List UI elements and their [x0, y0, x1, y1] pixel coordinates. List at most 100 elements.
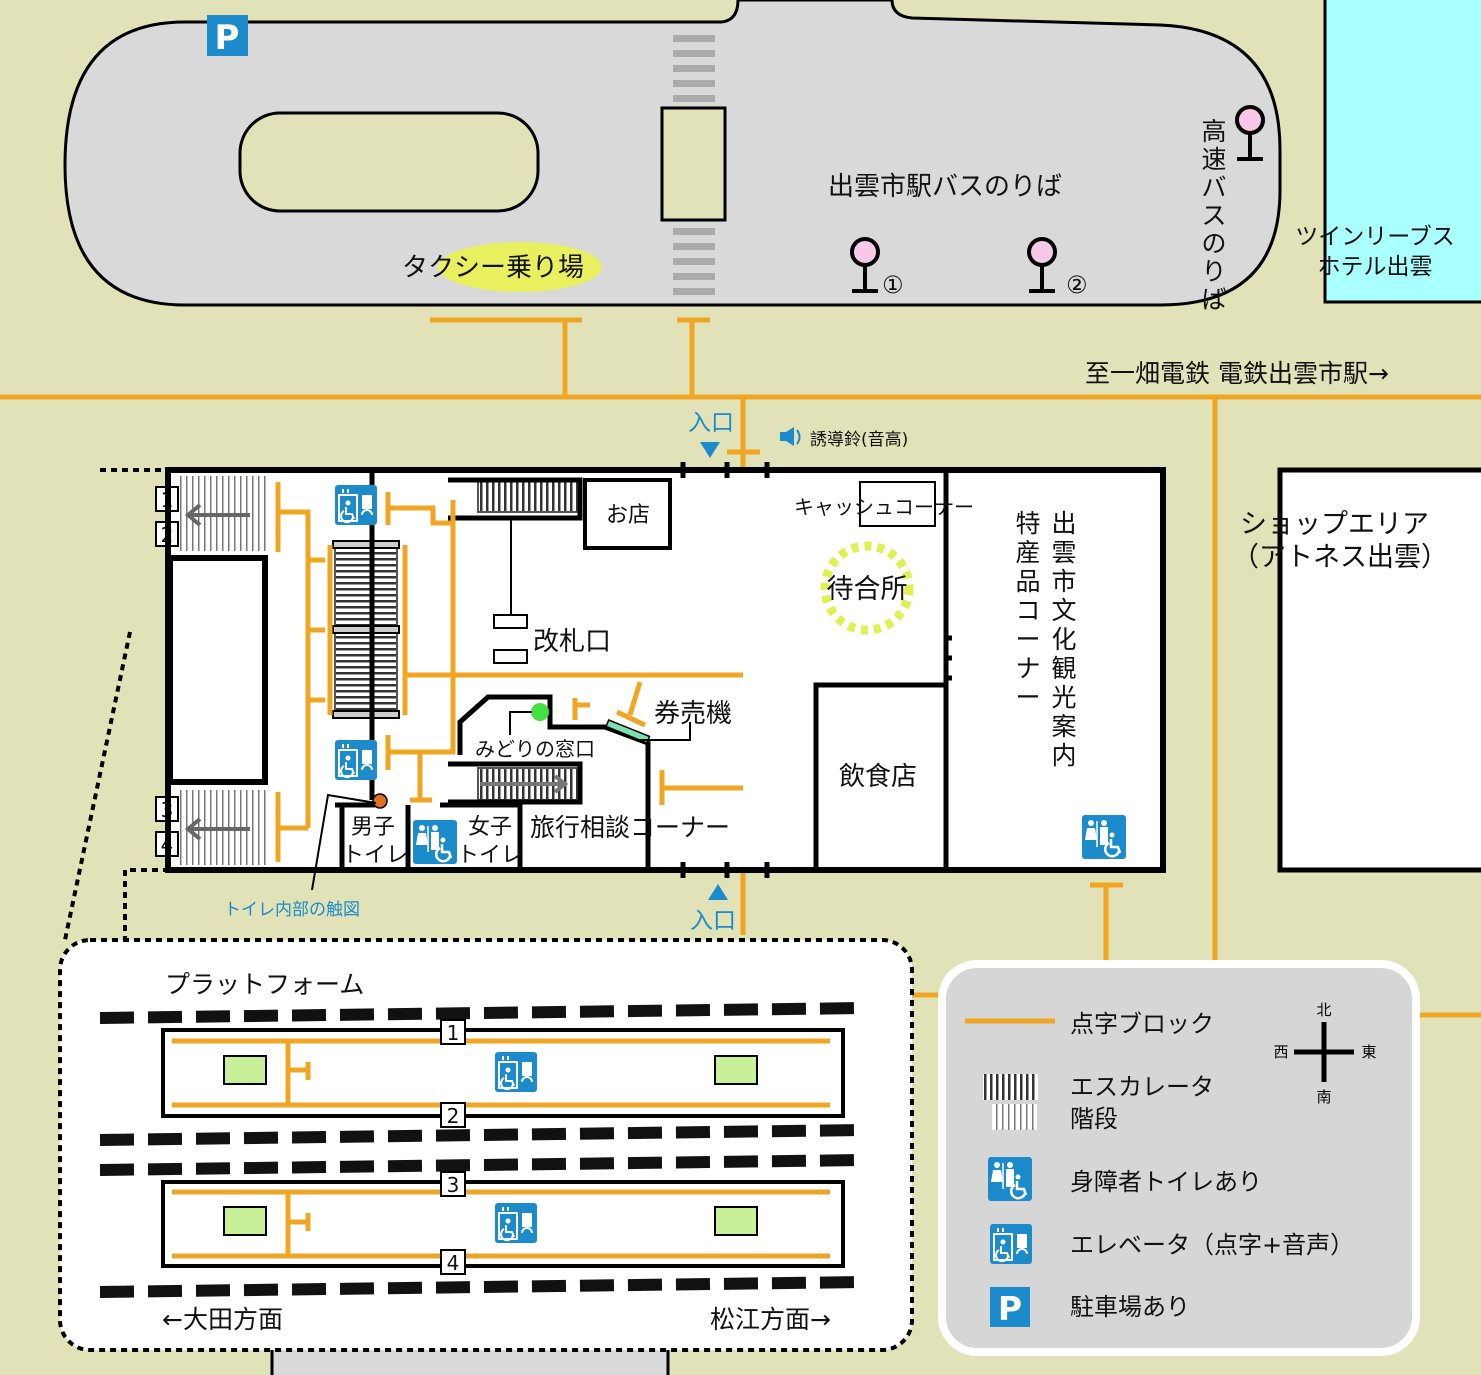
- svg-text:観: 観: [1051, 654, 1076, 683]
- legend-label: 駐車場あり: [1070, 1293, 1190, 1321]
- accessible-toilet-icon: [986, 1155, 1034, 1203]
- svg-text:市: 市: [1051, 567, 1076, 596]
- elevator-icon: [989, 1223, 1033, 1265]
- svg-text:高: 高: [1201, 117, 1226, 146]
- east-direction-label: 松江方面→: [710, 1305, 831, 1334]
- svg-text:り: り: [1201, 257, 1226, 286]
- rail-tracks: [99, 1002, 867, 1298]
- svg-text:P: P: [215, 18, 240, 58]
- platform-3-4: [161, 1180, 845, 1268]
- svg-text:速: 速: [1201, 145, 1226, 174]
- legend-label: 身障者トイレあり: [1070, 1168, 1262, 1196]
- svg-text:産: 産: [1015, 538, 1040, 567]
- platform-1-2: [161, 1028, 845, 1118]
- station-outline: [165, 467, 1166, 873]
- svg-text:南: 南: [1316, 1088, 1331, 1106]
- women-toilet-label: 女子: [468, 815, 512, 840]
- tactile-map-icon: [372, 793, 388, 809]
- cash-corner-label: キャッシュコーナー: [794, 495, 974, 519]
- tactile-map-label: トイレ内部の触図: [224, 900, 360, 920]
- bus-stop-2-label: ②: [1066, 271, 1088, 299]
- svg-text:案: 案: [1051, 712, 1076, 741]
- svg-text:化: 化: [1051, 625, 1076, 654]
- shop-area-label: （アトネス出雲）: [1232, 542, 1448, 573]
- shop-room: [583, 478, 672, 550]
- svg-text:東: 東: [1361, 1043, 1376, 1061]
- taxi-island: [238, 111, 540, 213]
- ticket-gate: [493, 518, 528, 664]
- waiting-room-label: 待合所: [827, 574, 908, 605]
- svg-text:の: の: [1201, 229, 1226, 258]
- bus-stop-1-label: ①: [882, 271, 904, 299]
- svg-text:出: 出: [1051, 509, 1076, 538]
- ticket-gate-label: 改札口: [533, 627, 611, 657]
- guide-bell-label: 誘導鈴(音高): [810, 430, 908, 450]
- svg-text:西: 西: [1273, 1043, 1288, 1061]
- svg-text:ば: ば: [1201, 285, 1226, 314]
- entrance-arrow-icon: [700, 442, 720, 458]
- svg-text:P: P: [998, 1289, 1022, 1328]
- parking-icon: P: [990, 1287, 1030, 1328]
- legend: [938, 960, 1420, 1356]
- braille-block-path-inside: [275, 482, 743, 862]
- svg-text:雲: 雲: [1051, 538, 1076, 567]
- bus-terminal-label: 出雲市駅バスのりば: [828, 172, 1062, 202]
- north-entrance-label: 入口: [688, 410, 734, 436]
- compass: 北 南 東 西: [1273, 1001, 1376, 1106]
- south-entrance-label: 入口: [690, 908, 736, 934]
- escalator-legend-icon: [983, 1074, 1038, 1100]
- svg-text:ー: ー: [1015, 625, 1040, 654]
- svg-text:1: 1: [447, 1021, 460, 1045]
- svg-text:光: 光: [1051, 683, 1076, 712]
- taxi-label: タクシー乗り場: [402, 253, 584, 283]
- legend-label: エスカレータ: [1070, 1073, 1214, 1101]
- underpass-void: [167, 555, 268, 785]
- entrance-arrow-icon: [708, 884, 728, 900]
- taxi-highlight: [438, 242, 602, 292]
- shop-area-label: ショップエリア: [1240, 509, 1429, 540]
- svg-text:品: 品: [1015, 567, 1040, 596]
- cash-corner-box: [859, 481, 936, 527]
- legend-label: エレベータ（点字+音声）: [1070, 1231, 1354, 1259]
- elevator-icon: [334, 739, 378, 781]
- restaurant-label: 飲食店: [839, 762, 917, 792]
- svg-text:コ: コ: [1015, 596, 1040, 625]
- hotel-label: ホテル出雲: [1318, 254, 1433, 280]
- women-toilet-label: トイレ: [457, 843, 523, 868]
- men-toilet-label: トイレ: [342, 843, 408, 868]
- svg-text:2: 2: [447, 1104, 460, 1128]
- svg-text:内: 内: [1051, 741, 1076, 770]
- railway-direction-label: 至一畑電鉄 電鉄出雲市駅→: [1085, 359, 1389, 388]
- svg-text:文: 文: [1051, 596, 1076, 625]
- midori-window-label: みどりの窓口: [475, 737, 595, 761]
- information-point-icon: [531, 703, 549, 721]
- parking-icon: P: [207, 15, 248, 58]
- stairs-legend-icon: [992, 1104, 1037, 1130]
- svg-text:バ: バ: [1201, 173, 1226, 202]
- waiting-area-highlight: [820, 541, 914, 635]
- direction-arrow-icon: [480, 774, 569, 794]
- svg-text:ー: ー: [1015, 683, 1040, 712]
- svg-text:3: 3: [447, 1173, 460, 1197]
- travel-center-label: 旅行相談コーナー: [530, 813, 730, 842]
- elevator-icon: [334, 484, 378, 526]
- svg-text:特: 特: [1015, 509, 1040, 538]
- hotel-label: ツインリーブス: [1295, 224, 1455, 250]
- platform-title: プラットフォーム: [165, 970, 364, 999]
- escalator: [477, 479, 579, 513]
- legend-label: 階段: [1070, 1105, 1118, 1133]
- accessible-toilet-icon: [1080, 813, 1128, 861]
- speaker-icon: [780, 427, 801, 446]
- men-toilet-label: 男子: [351, 815, 395, 840]
- legend-label: 点字ブロック: [1070, 1010, 1214, 1038]
- platform-track-numbers: 1 2 3 4: [440, 1019, 466, 1275]
- crosswalk: [673, 35, 715, 295]
- direction-arrow-icon: [184, 503, 250, 841]
- svg-text:4: 4: [447, 1251, 460, 1275]
- shop-area-building: [1277, 467, 1481, 873]
- svg-text:北: 北: [1316, 1001, 1331, 1019]
- shop-label: お店: [606, 503, 650, 528]
- hotel-building: [1323, 0, 1481, 304]
